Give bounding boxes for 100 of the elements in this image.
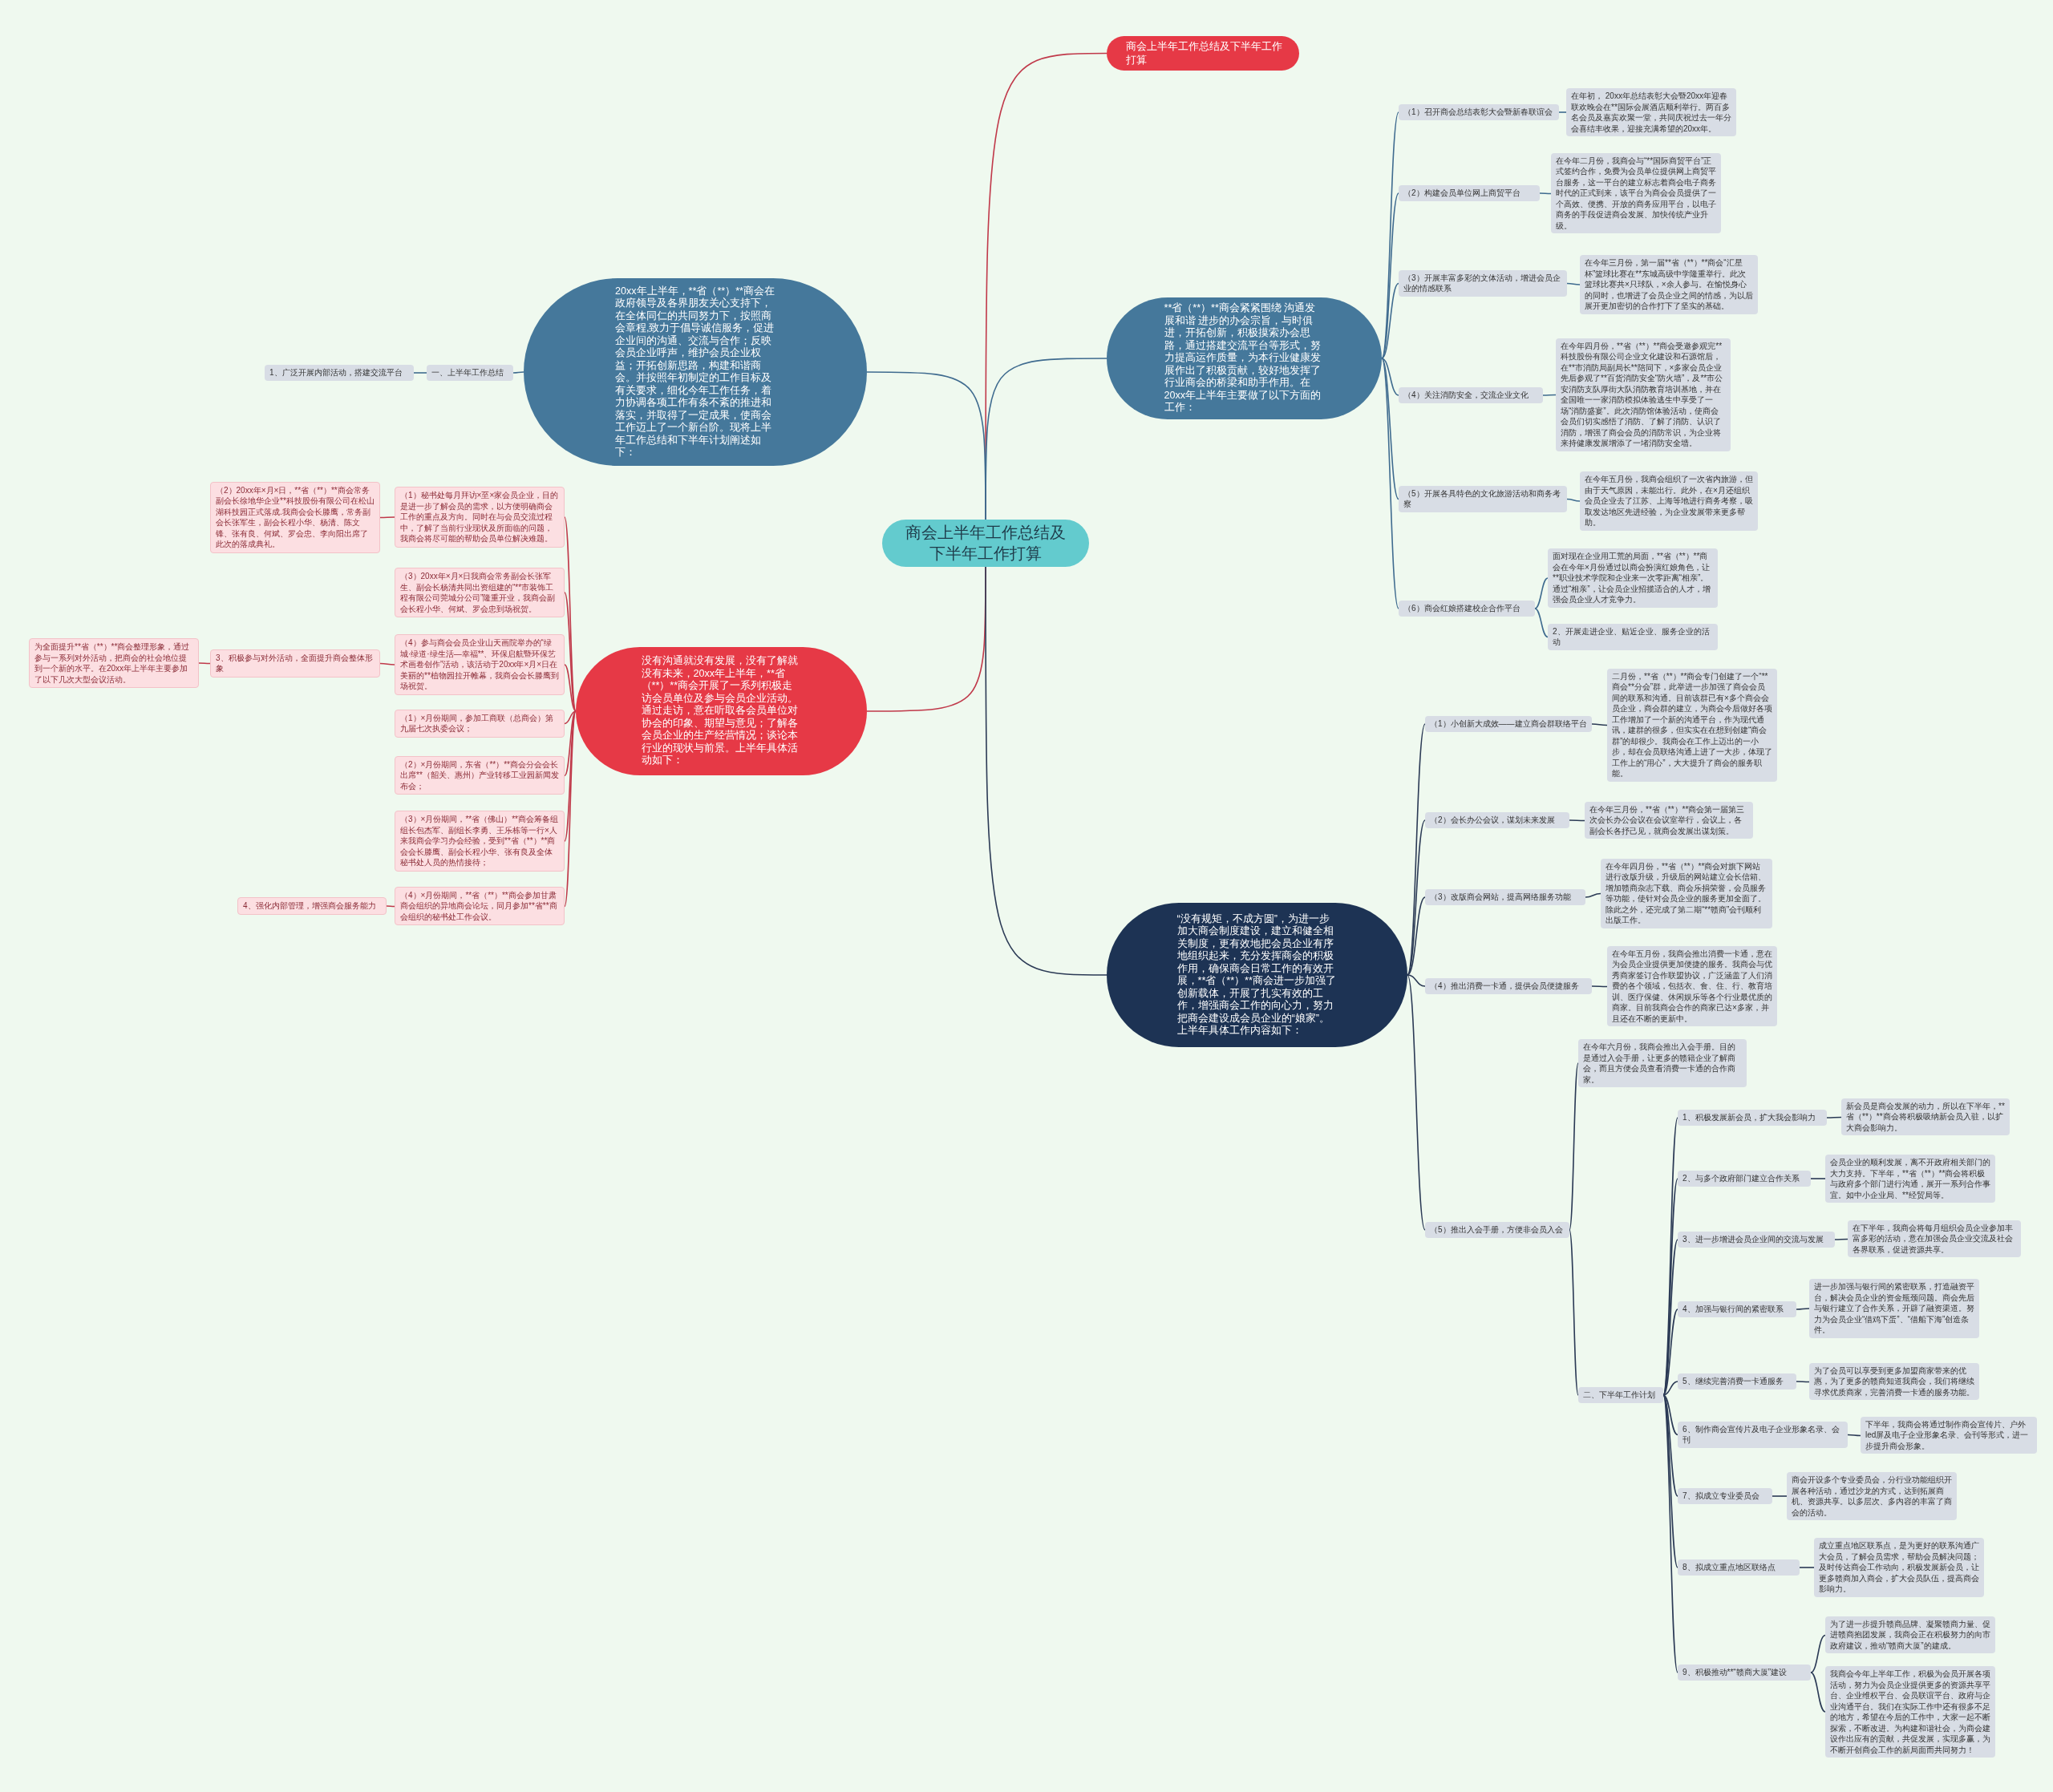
- connector-line: [1381, 192, 1399, 359]
- connector-line: [564, 710, 577, 842]
- text-box: （5）推出入会手册，方便非会员入会: [1425, 1222, 1569, 1238]
- text-box: （4）×月份期间，**省（**）**商会参加甘肃商会组织的异地商会论坛，同月参加**省**商会组织的秘书处工作会议。: [395, 886, 565, 925]
- text-box: 9、积极推动**“赣商大厦”建设: [1678, 1665, 1811, 1681]
- text-box: 在今年二月份，我商会与“**国际商贸平台”正式签约合作，免费为会员单位提供网上商贸平台服务，这一平台的建立标志着商会电子商务时代的正式到来，该平台为商会会员提供了一个高效、便携、开放的商务应用平台，以电子商务的手段促进商会发展、加快传统产业升级。: [1551, 152, 1721, 233]
- connector-line: [1810, 1634, 1826, 1673]
- connector-line: [1796, 1381, 1810, 1383]
- text-box: 会员企业的顺利发展，离不开政府相关部门的大力支持。下半年，**省（**）**商会将积极与政府多个部门进行沟通，展开一系列合作事宜。如中小企业局、**经贸局等。: [1825, 1155, 1995, 1203]
- connector-line: [985, 358, 1107, 520]
- connector-line: [198, 662, 211, 665]
- central-topic: 商会上半年工作总结及下半年工作打算: [882, 519, 1089, 567]
- connector-line: [564, 710, 577, 777]
- text-box: 二月份，**省（**）**商会专门创建了一个“**商会**分会”群，此举进一步加强了商会会员间的联系和沟通。目前该群已有×多个商会会员企业，商会群的建立，为商会今后做好各项工作增加了一个新的沟通平台，作为现代通讯，建群的很多，但实实在在想到创建“商会群”的却很少。我商会在工作上迈出的一小步，却在会员联络沟通上进了一大步，体现了工作上的“用心”，大大提升了商会的服务职能。: [1607, 668, 1777, 782]
- connector-line: [1407, 974, 1426, 1231]
- connector-line: [1799, 1567, 1815, 1568]
- text-box: （1）小创新大成效——建立商会群联络平台: [1425, 716, 1592, 732]
- connector-line: [1381, 358, 1399, 609]
- branch-bubble: “没有规矩，不成方圆”，为进一步加大商会制度建设，建立和健全相关制度，更有效地把会员企业有序地组织起来，充分发挥商会的积极作用，确保商会日常工作的有效开展，**省（**）**商会进一步加强了创新载体，开展了扎实有效的工作，增强商会工作的向心力，努力把商会建设成会员企业的“娘家”。上半年具体工作内容如下：: [1107, 903, 1407, 1047]
- text-box: 为了进一步提升赣商品牌、凝聚赣商力量、促进赣商抱团发展，我商会正在积极努力的向市政府建议，推动“赣商大厦”的建成。: [1825, 1616, 1995, 1653]
- connector-line: [1591, 723, 1608, 726]
- connector-line: [1381, 358, 1399, 396]
- connector-line: [1585, 892, 1602, 898]
- title-pill: 商会上半年工作总结及下半年工作打算: [1107, 35, 1299, 71]
- connector-line: [1569, 1229, 1579, 1396]
- text-box: 5、继续完善消费一卡通服务: [1678, 1373, 1796, 1390]
- branch-bubble: 20xx年上半年，**省（**）**商会在政府领导及各界朋友关心支持下，在全体同仁的共同努力下，按照商会章程,致力于倡导诚信服务，促进企业间的沟通、交流与合作；反映会员企业呼声，维护会员企业权益；开拓创新思路，构建和谐商会。并按照年初制定的工作目标及有关要求，细化今年工作任务，着力协调各项工作有条不紊的推进和落实，并取得了一定成果，使商会工作迈上了一个新台阶。现将上半年工作总结和下半年计划阐述如下：: [524, 278, 867, 466]
- text-box: 为了会员可以享受到更多加盟商家带来的优惠，为了更多的赣商知道我商会，我们将继续寻求优质商家，完善消费一卡通的服务功能。: [1809, 1362, 1979, 1400]
- connector-line: [1772, 1495, 1788, 1497]
- connector-line: [1662, 1394, 1678, 1436]
- text-box: （5）开展各具特色的文化旅游活动和商务考察: [1399, 485, 1567, 512]
- text-box: 在今年五月份，我商会推出消费一卡通，意在为会员企业提供更加便捷的服务。我商会与优秀商家签订合作联盟协议，广泛涵盖了人们消费的各个领域，包括衣、食、住、行、教育培训、医疗保健、休闲娱乐等各个行业最优质的商家。目前我商会合作的商家已达×多家，并且还在不断的更新中。: [1607, 945, 1777, 1026]
- connector-line: [1662, 1381, 1678, 1396]
- text-box: （4）推出消费一卡通，提供会员便捷服务: [1425, 978, 1592, 994]
- connector-line: [1834, 1238, 1849, 1240]
- text-box: 在今年四月份，**省（**）**商会受邀参观完**科技股份有限公司企业文化建设和石源馆后，在**市消防局副局长**陪同下，×多家会员企业先后参观了**百货消防安全“防火墙”，及**市公安消防支队厚街大队消防教育培训基地，并在全国唯一一家消防模拟体验逃生中享受了一场“消防盛宴”。此次消防馆体验活动，使商会会员们切实感悟了消防、了解了消防、认识了消防，增强了商会会员的消防常识，为企业将来持健康发展增添了一堵消防安全墙。: [1556, 338, 1731, 451]
- text-box: 在今年五月份，我商会组织了一次省内旅游，但由于天气原因，未能出行。此外，在×月还组织会员企业去了江苏、上海等地进行商务考察，吸取发达地区先进经验，为企业发展带来更多帮助。: [1580, 471, 1758, 531]
- text-box: （3）×月份期间，**省（佛山）**商会筹备组组长包杰军、副组长李勇、王乐栋等一行×人来我商会学习办会经验，受到**省（**）**商会会长滕鹰、副会长程小华、张有良及全体秘书处人员的热情接待；: [395, 811, 565, 872]
- connector-line: [1826, 1116, 1842, 1118]
- connector-line: [1381, 282, 1399, 359]
- text-box: 成立重点地区联系点，是为更好的联系沟通广大会员，了解会员需求，帮助会员解决问题；及时传达商会工作动向，积极发展新会员，让更多赣商加入商会，扩大会员队伍，提高商会影响力。: [1814, 1538, 1984, 1597]
- text-box: （1）召开商会总结表彰大会暨新春联谊会: [1399, 104, 1559, 120]
- connector-line: [1569, 819, 1585, 822]
- text-box: （3）开展丰富多彩的文体活动，增进会员企业的情感联系: [1399, 269, 1567, 297]
- text-box: 在今年四月份，**省（**）**商会对旗下网站进行改版升级，升级后的网站建立会长信箱、增加赣商杂志下载、商会乐捐荣誉，会员服务等功能，使针对会员企业的服务更加全面了。除此之外，还完成了第二期“**赣商”会刊顺利出版工作。: [1601, 858, 1772, 928]
- text-box: 在今年三月份，**省（**）**商会第一届第三次会长办公会议在会议室举行，会议上，各副会长各抒己见，就商会发展出谋划策。: [1585, 801, 1753, 839]
- connector-line: [1407, 974, 1426, 987]
- connector-line: [1796, 1308, 1810, 1310]
- connector-line: [1566, 282, 1581, 285]
- text-box: 商会开设多个专业委员会，分行业功能组织开展各种活动，通过沙龙的方式，达到拓展商机、资源共享。以多层次、多内容的丰富了商会的活动。: [1787, 1472, 1957, 1520]
- text-box: （3）改版商会网站，提高网络服务功能: [1425, 889, 1585, 905]
- text-box: （1）秘书处每月拜访×至×家会员企业，目的是进一步了解会员的需求，以方便明确商会工作的重点及方向。同时在与会员交流过程中，了解了当前行业现状及所面临的问题，我商会将尽可能的帮助会员单位解决难题。: [395, 487, 565, 548]
- text-box: 4、加强与银行间的紧密联系: [1678, 1301, 1796, 1317]
- text-box: 6、制作商会宣传片及电子企业形象名录、会刊: [1678, 1421, 1848, 1448]
- connector-line: [1662, 1394, 1678, 1497]
- connector-line: [985, 566, 1107, 976]
- text-box: （2）×月份期间，东省（**）**商会分会会长出席**（韶关、惠州）产业转移工业园新闻发布会；: [395, 755, 565, 795]
- connector-line: [512, 371, 524, 374]
- connector-line: [564, 664, 577, 712]
- connector-line: [386, 905, 395, 908]
- connector-line: [1591, 985, 1608, 988]
- text-box: （4）参与商会会员企业山天画院举办的“绿城·绿道·绿生活—幸福**、环保启航暨环保艺术画卷创作”活动，该活动于20xx年×月×日在美丽的**植物园拉开帷幕，我商会会长滕鹰到场祝贺。: [395, 634, 565, 695]
- text-box: 1、广泛开展内部活动，搭建交流平台: [265, 365, 414, 381]
- text-box: 在今年六月份，我商会推出入会手册。目的是通过入会手册，让更多的赣籍企业了解商会，而且方便会员查看消费一卡通的合作商家。: [1578, 1039, 1747, 1087]
- connector-line: [1662, 1394, 1678, 1568]
- connector-line: [1407, 896, 1426, 976]
- connector-line: [1558, 111, 1567, 113]
- text-box: 面对现在企业用工荒的局面，**省（**）**商会在今年×月份通过以商会扮演红娘角色，让**职业技术学院和企业来一次零距离“相亲”。通过“相亲”，让会员企业招揽适合的人才，增强会员企业人才竞争力。: [1548, 548, 1718, 608]
- text-box: 3、积极参与对外活动，全面提升商会整体形象: [210, 649, 380, 678]
- connector-line: [1539, 192, 1552, 195]
- text-box: 1、积极发展新会员，扩大我会影响力: [1678, 1110, 1827, 1126]
- text-box: 一、上半年工作总结: [427, 365, 513, 381]
- text-box: 在下半年，我商会将每月组织会员企业参加丰富多彩的活动，意在加强会员企业交流及社会各界联系，促进资源共享。: [1848, 1220, 2021, 1257]
- text-box: 4、强化内部管理，增强商会服务能力: [237, 897, 387, 915]
- text-box: （4）关注消防安全，交流企业文化: [1399, 387, 1543, 403]
- text-box: （6）商会红娘搭建校企合作平台: [1399, 601, 1535, 617]
- text-box: 在年初， 20xx年总结表彰大会暨20xx年迎春联欢晚会在**国际会展酒店顺利举行。两百多名会员及嘉宾欢聚一堂，共同庆祝过去一年分会喜结丰收果，迎接充满希望的20xx年。: [1566, 88, 1736, 136]
- connector-line: [1381, 358, 1399, 500]
- text-box: 进一步加强与银行间的紧密联系，打造融资平台，解决会员企业的资金瓶颈问题。商会先后与银行建立了合作关系，开辟了融资渠道。努力为会员企业“借鸡下蛋”、“借船下海”创造条件。: [1809, 1279, 1979, 1338]
- text-box: （3）20xx年×月×日我商会常务副会长张军生、副会长杨清共同出资组建的“**市装饰工程有限公司莞城分公司”隆重开业，我商会副会长程小华、何斌、罗会忠到场祝贺。: [395, 568, 565, 617]
- connector-line: [413, 372, 427, 374]
- connector-line: [379, 516, 395, 519]
- connector-line: [1662, 1309, 1678, 1396]
- text-box: 二、下半年工作计划: [1578, 1387, 1663, 1403]
- connector-line: [1810, 1178, 1826, 1179]
- connector-line: [1542, 394, 1557, 396]
- branch-bubble: 没有沟通就没有发展，没有了解就没有未来，20xx年上半年，**省（**）**商会开展了一系列积极走访会员单位及参与会员企业活动。通过走访，意在听取各会员单位对协会的印象、期望与意见；了解各会员企业的生产经营情况；谈论本行业的现状与前景。上半年具体活动如下：: [576, 647, 867, 775]
- text-box: 2、开展走进企业、贴近企业、服务企业的活动: [1548, 623, 1718, 650]
- text-box: （1）×月份期间，参加工商联（总商会）第九届七次执委会议；: [395, 709, 565, 738]
- connector-line: [564, 710, 577, 725]
- text-box: 2、与多个政府部门建立合作关系: [1678, 1171, 1811, 1187]
- text-box: 3、进一步增进会员企业间的交流与发展: [1678, 1232, 1835, 1248]
- text-box: 我商会今年上半年工作，积极为会员开展各项活动，努力为会员企业提供更多的资源共享平台、企业维权平台、会员联谊平台、政府与企业沟通平台。我们在实际工作中还有很多不足的地方，希望在今后的工作中，大家一起不断探索，不断改进。为构建和谐社会，为商会建设作出应有的贡献，共促发展，实现多赢，为不断开创商会工作的新局面而共同努力！: [1825, 1666, 1995, 1758]
- connector-line: [1810, 1672, 1826, 1713]
- text-box: （2）会长办公会议，谋划未来发展: [1425, 812, 1569, 828]
- branch-bubble: **省（**）**商会紧紧围绕 沟通发展和谐 进步的办会宗旨，与时俱进，开拓创新，积极摸索办会思路，通过搭建交流平台等形式，努力提高运作质量，为本行业健康发展作出了积极贡献，较好地发挥了行业商会的桥梁和助手作用。在20xx年上半年主要做了以下方面的工作：: [1107, 297, 1382, 419]
- connector-line: [1566, 498, 1581, 502]
- text-box: （2）构建会员单位网上商贸平台: [1399, 185, 1540, 201]
- connector-line: [1569, 1062, 1579, 1231]
- text-box: （2）20xx年×月×日，**省（**）**商会常务副会长徐地华企业**科技股份有限公司在松山湖科技园正式落成.我商会会长滕鹰，常务副会长张军生，副会长程小华、杨清、陈文锋、张有良、何斌、罗会忠、李向阳出席了此次的落成典礼。: [210, 481, 380, 553]
